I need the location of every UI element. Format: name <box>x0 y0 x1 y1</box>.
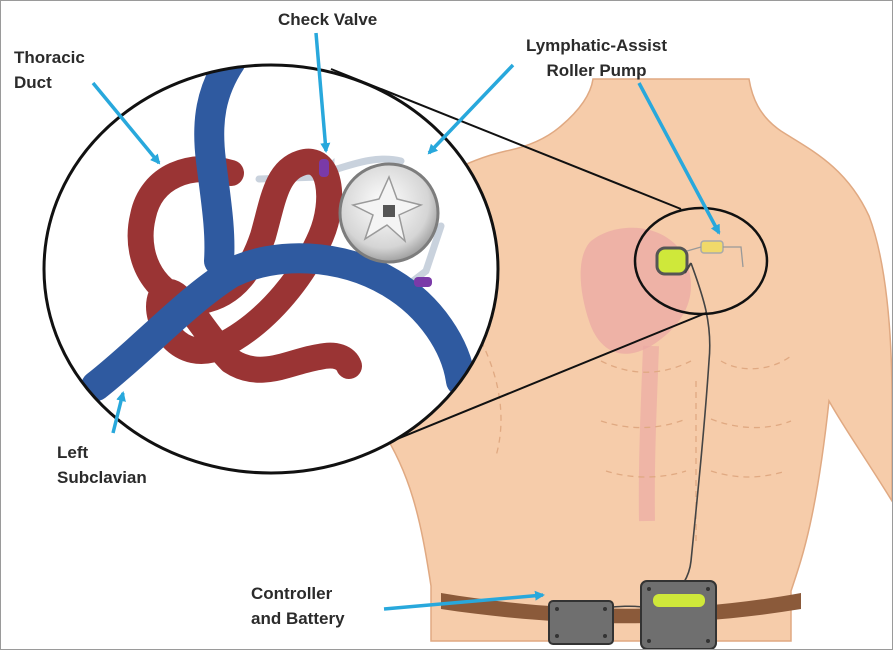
label-thoracic-duct: Thoracic Duct <box>14 45 85 95</box>
check-valve-top <box>319 159 329 177</box>
label-roller-pump: Lymphatic-Assist Roller Pump <box>509 33 684 83</box>
label-check-valve-text: Check Valve <box>278 7 377 32</box>
check-valve-bottom <box>414 277 432 287</box>
label-roller-pump-line2: Roller Pump <box>509 58 684 83</box>
battery-pack <box>549 601 613 644</box>
controller-unit <box>641 581 716 649</box>
label-roller-pump-line1: Lymphatic-Assist <box>509 33 684 58</box>
label-controller-battery: Controller and Battery <box>251 581 345 631</box>
label-controller-line2: and Battery <box>251 606 345 631</box>
label-controller-line1: Controller <box>251 581 345 606</box>
label-thoracic-duct-line2: Duct <box>14 70 85 95</box>
label-check-valve: Check Valve <box>278 7 377 32</box>
label-left-subclavian-line2: Subclavian <box>57 465 147 490</box>
roller-pump-large <box>340 164 438 262</box>
label-left-subclavian-line1: Left <box>57 440 147 465</box>
label-left-subclavian: Left Subclavian <box>57 440 147 490</box>
label-thoracic-duct-line1: Thoracic <box>14 45 85 70</box>
arrow-roller-pump <box>429 65 513 153</box>
